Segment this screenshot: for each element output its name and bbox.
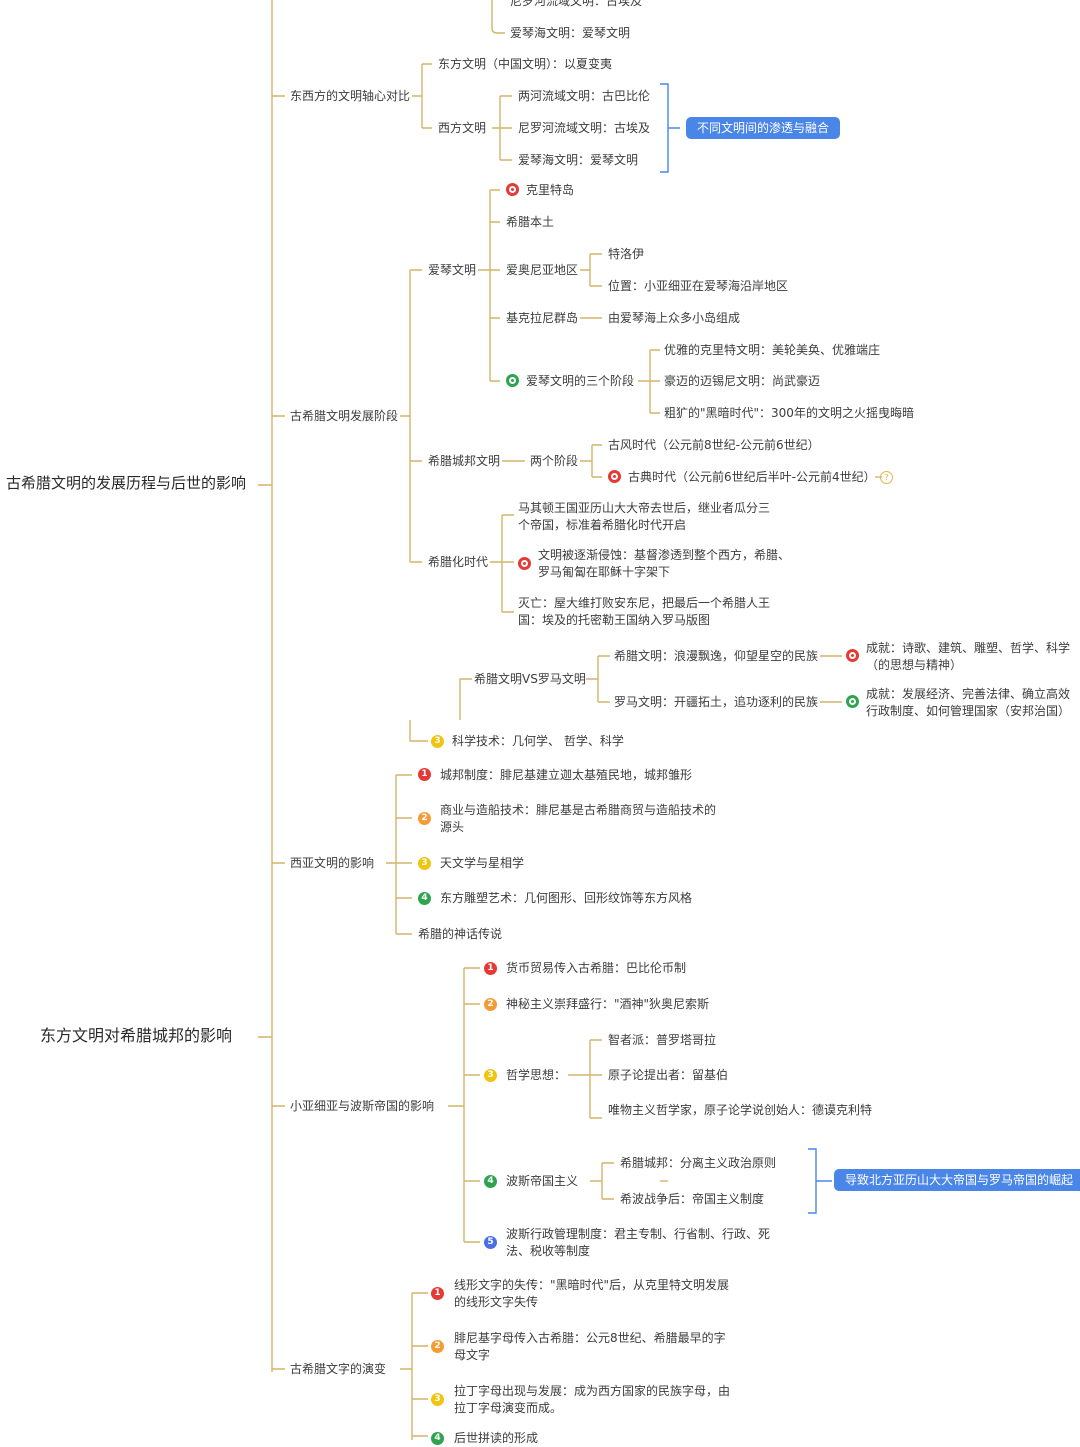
node-roman-achievement[interactable]: 成就：发展经济、完善法律、确立高效行政制度、如何管理国家（安邦治国） [866, 687, 1071, 718]
node-ionia-location[interactable]: 位置：小亚细亚在爱琴海沿岸地区 [608, 279, 789, 293]
number-2-icon: 2 [431, 1340, 444, 1353]
node-astronomy[interactable]: 天文学与星相学 [440, 856, 525, 870]
node-science[interactable]: 科学技术：几何学、 哲学、科学 [452, 734, 624, 748]
number-5-icon: 5 [484, 1236, 497, 1249]
number-3-icon: 3 [431, 735, 444, 748]
node-cyclades[interactable]: 基克拉尼群岛 [506, 311, 579, 325]
node-troy[interactable]: 特洛伊 [608, 247, 645, 261]
node-persian-admin[interactable]: 波斯行政管理制度：君主专制、行省制、行政、死法、税收等制度 [506, 1227, 771, 1258]
number-1-icon: 1 [484, 962, 497, 975]
number-1-icon: 1 [431, 1287, 444, 1300]
node-polis-separatism[interactable]: 希腊城邦：分离主义政治原则 [620, 1156, 777, 1170]
node-mythology[interactable]: 希腊的神话传说 [418, 927, 503, 941]
node-nile[interactable]: 尼罗河流域文明：古埃及 [518, 121, 651, 135]
node-nile-partial[interactable]: 尼罗河流域文明：古埃及 [510, 0, 643, 8]
node-currency[interactable]: 货币贸易传入古希腊：巴比伦币制 [506, 961, 687, 975]
red-marker-icon [846, 649, 859, 662]
number-3-icon: 3 [484, 1069, 497, 1082]
node-hellenistic[interactable]: 希腊化时代 [428, 555, 489, 569]
node-crete[interactable]: 克里特岛 [526, 183, 575, 197]
node-classical[interactable]: 古典时代（公元前6世纪后半叶-公元前4世纪） [628, 470, 876, 484]
node-mainland[interactable]: 希腊本土 [506, 215, 555, 229]
node-stage-mycenae[interactable]: 豪迈的迈锡尼文明：尚武豪迈 [664, 374, 821, 388]
node-phoenician-alphabet[interactable]: 腓尼基字母传入古希腊：公元8世纪、希腊最早的字母文字 [454, 1331, 726, 1362]
node-polis[interactable]: 希腊城邦文明 [428, 454, 501, 468]
red-marker-icon [506, 183, 519, 196]
summary-pill-fusion[interactable]: 不同文明间的渗透与融合 [686, 117, 841, 139]
root-node-eastern-influence[interactable]: 东方文明对希腊城邦的影响 [40, 1026, 233, 1045]
node-linear-script[interactable]: 线形文字的失传："黑暗时代"后，从克里特文明发展的线形文字失传 [454, 1278, 730, 1309]
node-philosophy[interactable]: 哲学思想： [506, 1068, 567, 1082]
node-post-war-imperialism[interactable]: 希波战争后：帝国主义制度 [620, 1192, 765, 1206]
number-3-icon: 3 [418, 857, 431, 870]
node-eastwest-axis[interactable]: 东西方的文明轴心对比 [290, 89, 411, 103]
node-democritus[interactable]: 唯物主义哲学家，原子论学说创始人：德谟克利特 [608, 1103, 873, 1117]
number-2-icon: 2 [418, 812, 431, 825]
node-west-civilization[interactable]: 西方文明 [438, 121, 487, 135]
node-spelling-formation[interactable]: 后世拼读的形成 [454, 1431, 539, 1445]
node-greek-civ[interactable]: 希腊文明：浪漫飘逸，仰望星空的民族 [614, 649, 819, 663]
node-east-civilization[interactable]: 东方文明（中国文明）：以夏变夷 [438, 57, 613, 71]
node-commerce-shipbuilding[interactable]: 商业与造船技术：腓尼基是古希腊商贸与造船技术的源头 [440, 803, 717, 834]
node-hellen-fall[interactable]: 灭亡：屋大维打败安东尼，把最后一个希腊人王国：埃及的托密勒王国纳入罗马版图 [518, 596, 771, 627]
number-4-icon: 4 [431, 1432, 444, 1445]
number-4-icon: 4 [484, 1175, 497, 1188]
node-greek-achievement[interactable]: 成就：诗歌、建筑、雕塑、哲学、科学（的思想与精神） [866, 641, 1071, 672]
node-hellen-erosion[interactable]: 文明被逐渐侵蚀：基督渗透到整个西方，希腊、罗马匍匐在耶稣十字架下 [538, 548, 791, 579]
node-mysticism[interactable]: 神秘主义崇拜盛行："酒神"狄奥尼索斯 [506, 997, 710, 1011]
number-4-icon: 4 [418, 892, 431, 905]
node-latin-alphabet[interactable]: 拉丁字母出现与发展：成为西方国家的民族字母，由拉丁字母演变而成。 [454, 1384, 731, 1415]
node-cyclades-desc[interactable]: 由爱琴海上众多小岛组成 [608, 311, 741, 325]
node-sophists[interactable]: 智者派：普罗塔哥拉 [608, 1033, 717, 1047]
node-ionia[interactable]: 爱奥尼亚地区 [506, 263, 579, 277]
node-aegean[interactable]: 爱琴海文明：爱琴文明 [518, 153, 639, 167]
node-mesopotamia[interactable]: 两河流域文明：古巴比伦 [518, 89, 651, 103]
number-1-icon: 1 [418, 768, 431, 781]
green-marker-icon [846, 695, 859, 708]
number-3-icon: 3 [431, 1393, 444, 1406]
node-sculpture-art[interactable]: 东方雕塑艺术：几何图形、回形纹饰等东方风格 [440, 891, 693, 905]
green-marker-icon [506, 374, 519, 387]
node-asia-minor-persia[interactable]: 小亚细亚与波斯帝国的影响 [290, 1099, 435, 1113]
node-greek-writing[interactable]: 古希腊文字的演变 [290, 1362, 387, 1376]
node-west-asia[interactable]: 西亚文明的影响 [290, 856, 375, 870]
node-archaic[interactable]: 古风时代（公元前8世纪-公元前6世纪） [608, 438, 820, 452]
red-marker-icon [608, 470, 621, 483]
node-stage-crete[interactable]: 优雅的克里特文明：美轮美奂、优雅端庄 [664, 343, 881, 357]
node-aegean-top[interactable]: 爱琴海文明：爱琴文明 [510, 26, 631, 40]
node-leucippus[interactable]: 原子论提出者：留基伯 [608, 1068, 729, 1082]
node-roman-civ[interactable]: 罗马文明：开疆拓土，追功逐利的民族 [614, 695, 819, 709]
node-development-stages[interactable]: 古希腊文明发展阶段 [290, 409, 399, 423]
number-2-icon: 2 [484, 998, 497, 1011]
red-marker-icon [518, 557, 531, 570]
node-aegean-civ[interactable]: 爱琴文明 [428, 263, 477, 277]
node-stage-dark-age[interactable]: 粗犷的"黑暗时代"：300年的文明之火摇曳晦暗 [664, 406, 914, 420]
node-greek-vs-roman[interactable]: 希腊文明VS罗马文明 [474, 672, 586, 686]
root-node-greek-civilization[interactable]: 古希腊文明的发展历程与后世的影响 [6, 474, 247, 492]
node-two-stages[interactable]: 两个阶段 [530, 454, 579, 468]
help-icon[interactable]: ? [880, 471, 893, 484]
node-hellen-start[interactable]: 马其顿王国亚历山大大帝去世后，继业者瓜分三个帝国，标准着希腊化时代开启 [518, 501, 771, 532]
summary-pill-empires[interactable]: 导致北方亚历山大大帝国与罗马帝国的崛起 [834, 1169, 1080, 1191]
node-polis-system[interactable]: 城邦制度：腓尼基建立迦太基殖民地，城邦雏形 [440, 768, 693, 782]
node-persian-imperialism[interactable]: 波斯帝国主义 [506, 1174, 579, 1188]
node-three-stages[interactable]: 爱琴文明的三个阶段 [526, 374, 635, 388]
